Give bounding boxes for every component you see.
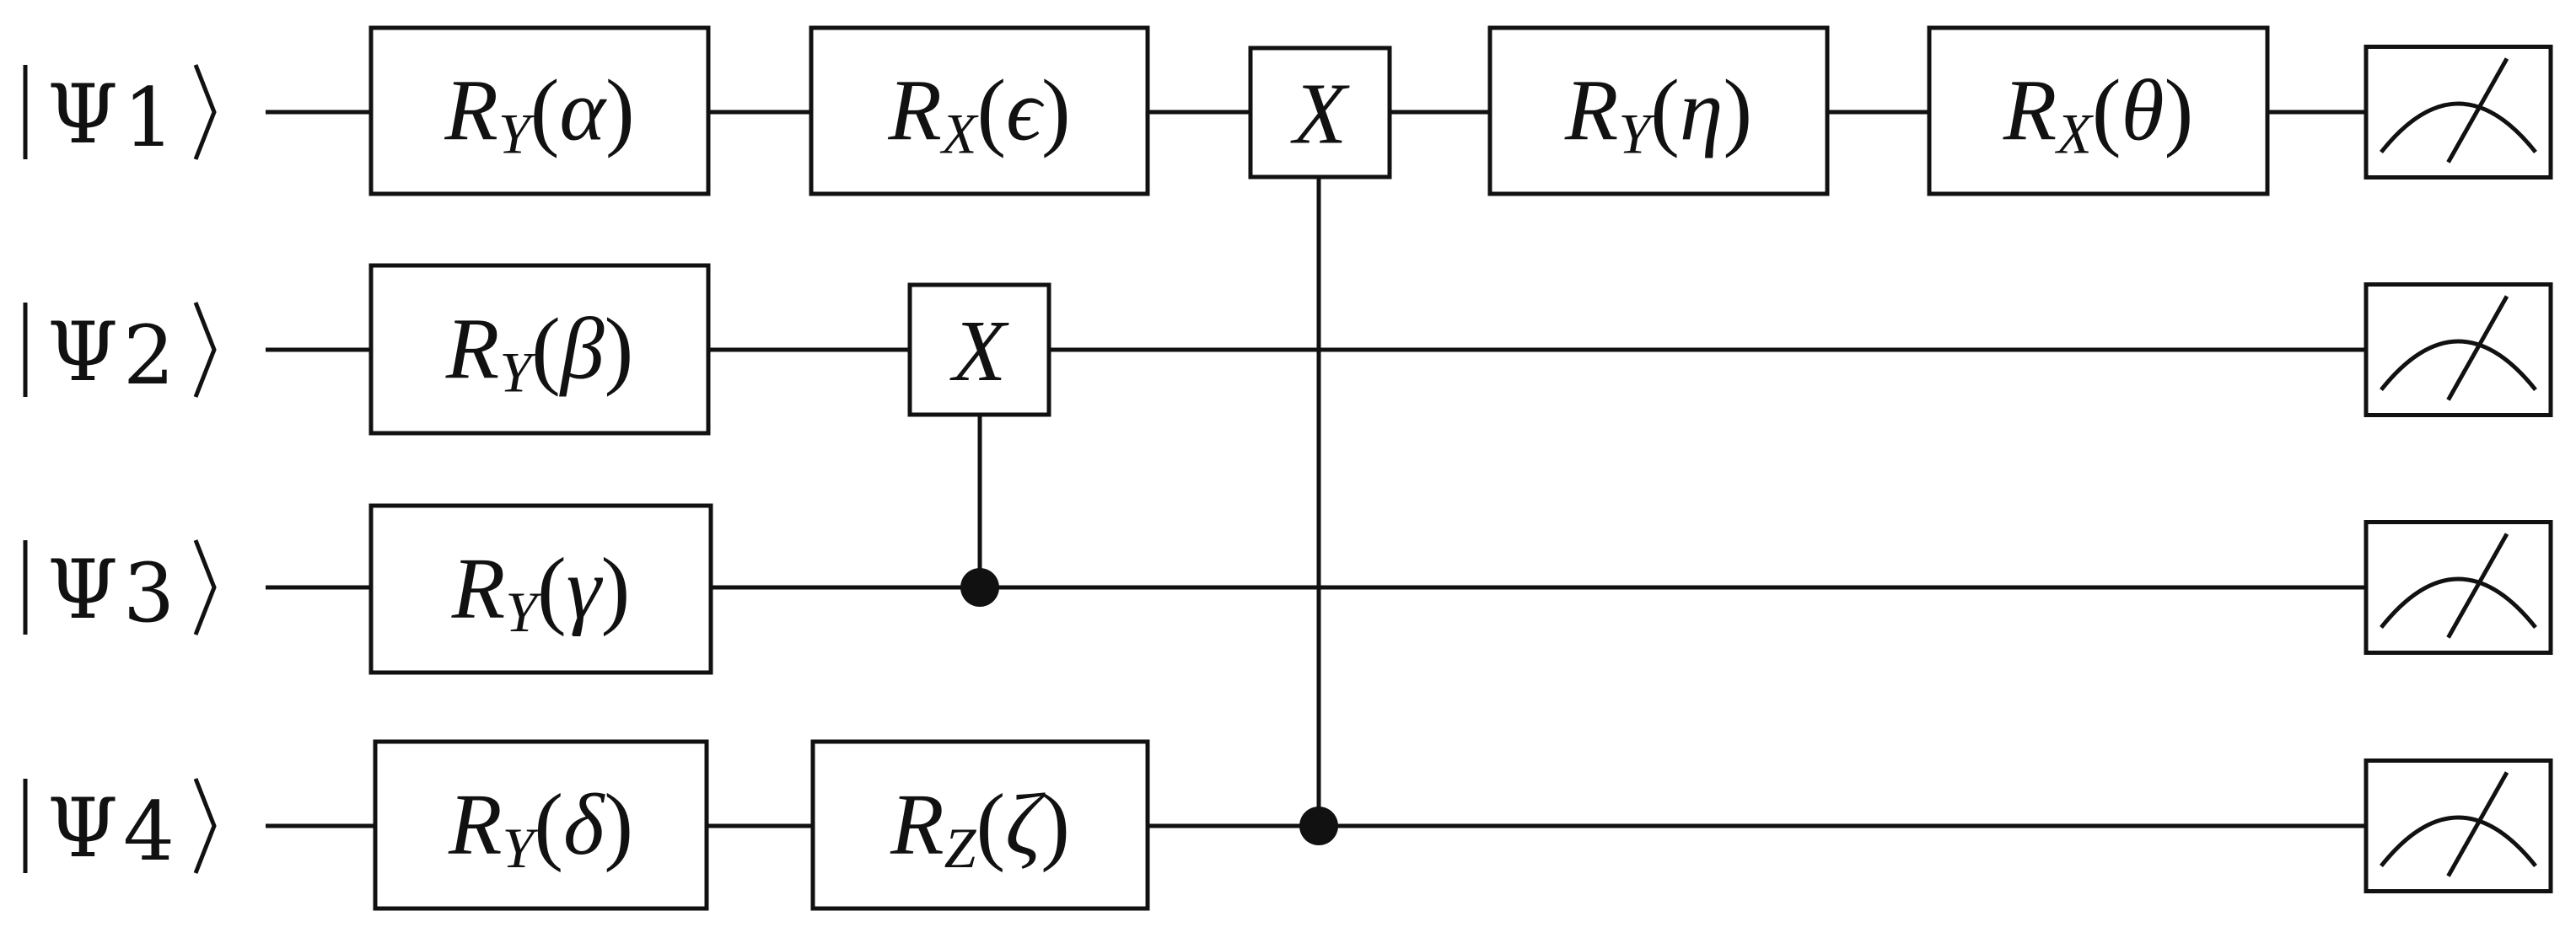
meter-arc-icon <box>2380 339 2537 392</box>
gate-label: RY(δ) <box>448 776 633 880</box>
measurement-2 <box>2364 282 2553 417</box>
gate-box <box>368 263 711 436</box>
control-dot-cnot-3-2 <box>960 568 999 607</box>
gate-label: RZ(ζ) <box>890 776 1070 880</box>
ket-index: 3 <box>123 546 175 641</box>
meter-box <box>2364 520 2553 655</box>
gate-box <box>373 739 709 911</box>
meter-box <box>2364 45 2553 180</box>
meter-arc-icon <box>2380 815 2537 868</box>
gate-cnot-4-1: X <box>1248 46 1392 180</box>
ket-index: 4 <box>123 785 175 879</box>
gate-label: RX(θ) <box>2003 62 2193 166</box>
gate-ry-beta: RY(β) <box>368 263 711 436</box>
gate-box <box>809 25 1150 196</box>
gate-box <box>810 739 1150 911</box>
measurement-4 <box>2364 758 2553 893</box>
gate-label: RY(β) <box>445 301 633 405</box>
gate-box <box>1248 46 1392 180</box>
gate-ry-alpha: RY(α) <box>368 25 711 196</box>
gate-box <box>368 503 713 675</box>
ket-angle <box>193 778 217 874</box>
meter-arc-icon <box>2380 576 2537 630</box>
gate-box <box>368 25 711 196</box>
ket-angle <box>193 539 217 635</box>
ket-angle <box>193 302 217 398</box>
gate-ry-delta: RY(δ) <box>373 739 709 911</box>
gate-box <box>907 282 1051 417</box>
ket-state: Ψ <box>47 305 118 399</box>
gate-ry-eta: RY(η) <box>1487 25 1830 196</box>
gate-label: RY(γ) <box>451 540 631 644</box>
meter-box <box>2364 282 2553 417</box>
qubit-wires <box>266 110 2366 828</box>
gate-label: X <box>949 303 1009 399</box>
meter-needle-icon <box>2446 771 2509 877</box>
gate-label: RX(ϵ) <box>887 62 1070 166</box>
ket-angle <box>193 64 217 160</box>
ket-index: 1 <box>123 71 175 165</box>
gate-rz-zeta: RZ(ζ) <box>810 739 1150 911</box>
meter-needle-icon <box>2446 533 2509 639</box>
measurement-1 <box>2364 45 2553 180</box>
ket-state: Ψ <box>47 67 118 162</box>
control-dot-cnot-4-1 <box>1299 807 1338 845</box>
gate-ry-gamma: RY(γ) <box>368 503 713 675</box>
ket-index: 2 <box>123 308 175 403</box>
gate-rx-theta: RX(θ) <box>1927 25 2270 196</box>
gate-box <box>1927 25 2270 196</box>
gate-rx-epsilon: RX(ϵ) <box>809 25 1150 196</box>
gates-layer: RY(α) RX(ϵ) RY(η) RX(θ) RY(β) RY(γ) RY(δ) RZ(ζ)… <box>368 25 2553 911</box>
ket-state: Ψ <box>47 543 118 637</box>
meter-needle-icon <box>2446 57 2509 163</box>
control-connectors <box>960 177 1338 845</box>
gate-label: RY(α) <box>444 62 634 166</box>
gate-label: RY(η) <box>1564 62 1752 166</box>
meter-box <box>2364 758 2553 893</box>
ket-state: Ψ <box>47 781 118 876</box>
gate-cnot-3-2: X <box>907 282 1051 417</box>
meter-arc-icon <box>2380 101 2537 154</box>
gate-box <box>1487 25 1830 196</box>
gate-label: X <box>1290 66 1350 163</box>
measurement-3 <box>2364 520 2553 655</box>
meter-needle-icon <box>2446 295 2509 401</box>
